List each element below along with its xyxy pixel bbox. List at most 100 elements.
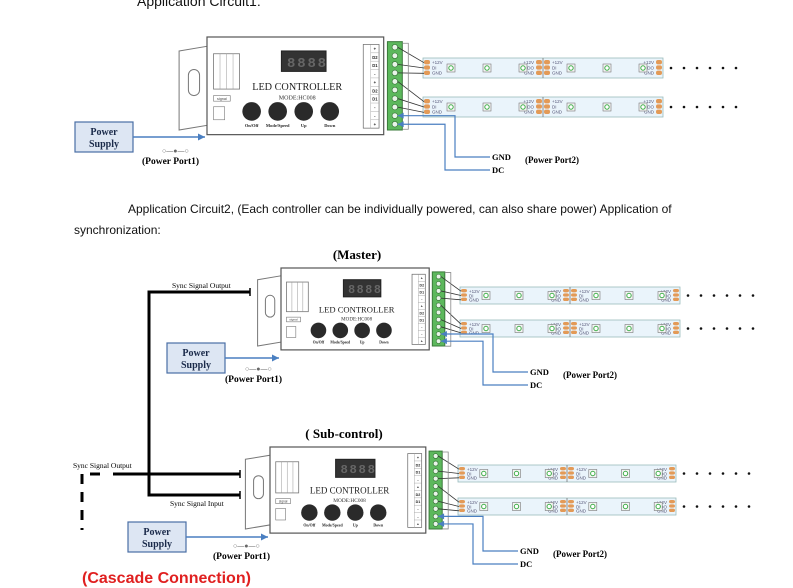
- led-dot: [591, 471, 595, 475]
- continuation-dot: [739, 294, 742, 297]
- led-dot: [485, 66, 489, 70]
- led-dot: [517, 326, 521, 330]
- jack-symbol: ○—●—○: [162, 148, 189, 155]
- led-dot: [485, 105, 489, 109]
- solder-pad: [424, 99, 430, 103]
- led-dot: [623, 471, 627, 475]
- terminal-screw: [436, 289, 441, 294]
- continuation-dot: [752, 294, 755, 297]
- terminal-screw: [392, 87, 398, 93]
- solder-pad: [656, 110, 662, 114]
- solder-pad: [571, 298, 577, 301]
- terminal-screw: [392, 53, 398, 59]
- solder-pad: [536, 65, 542, 69]
- sync-output-label-master: Sync Signal Output: [172, 281, 232, 290]
- button-onoff: [301, 504, 317, 520]
- solder-pad: [669, 504, 675, 507]
- button-label: Mode/Speed: [330, 341, 351, 345]
- power-port1-label: (Power Port1): [213, 551, 270, 562]
- display-digit: 8: [374, 283, 381, 297]
- controller-model: MODE:HC008: [341, 316, 372, 322]
- display-digit: 8: [368, 463, 375, 477]
- solder-pad: [544, 71, 550, 75]
- dc-wire: [441, 341, 528, 385]
- solder-pad: [424, 104, 430, 108]
- terminal-screw: [433, 506, 438, 511]
- continuation-dot: [709, 67, 712, 70]
- solder-pad: [459, 500, 465, 503]
- sync-input-label: Sync Signal Input: [170, 499, 225, 508]
- solder-pad: [669, 500, 675, 503]
- terminal-screw: [392, 62, 398, 68]
- arrow-head: [261, 534, 268, 541]
- button-up: [354, 323, 370, 339]
- power-supply-label: Power: [90, 127, 118, 138]
- solder-pad: [424, 110, 430, 114]
- gnd-label: GND: [520, 546, 539, 556]
- continuation-dot: [722, 472, 725, 475]
- arrow-head: [198, 134, 205, 141]
- pad-label: DO: [527, 104, 534, 109]
- button-onoff: [311, 323, 327, 339]
- sync-cable-master-to-sub: [149, 292, 250, 495]
- power-supply-label: Supply: [142, 539, 172, 550]
- power-supply-label: Power: [143, 527, 171, 538]
- solder-pad: [656, 104, 662, 108]
- led-dot: [627, 293, 631, 297]
- solder-pad: [568, 476, 574, 479]
- continuation-dot: [713, 327, 716, 330]
- solder-pad: [571, 331, 577, 334]
- terminal-screw: [392, 70, 398, 76]
- solder-pad: [568, 471, 574, 474]
- button-down: [370, 504, 386, 520]
- continuation-dot: [735, 505, 738, 508]
- led-dot: [449, 66, 453, 70]
- solder-pad: [461, 289, 467, 292]
- terminal-screw: [436, 296, 441, 301]
- led-dot: [514, 504, 518, 508]
- button-label: On/Off: [313, 341, 325, 345]
- terminal-screw: [433, 484, 438, 489]
- button-label: Down: [324, 123, 336, 128]
- controller-model: MODE:HC008: [333, 498, 366, 504]
- button-modespeed: [332, 323, 348, 339]
- solder-pad: [571, 289, 577, 292]
- solder-pad: [571, 293, 577, 296]
- solder-pad: [459, 467, 465, 470]
- continuation-dot: [709, 472, 712, 475]
- button-down: [320, 102, 339, 121]
- pad-label: DI: [432, 65, 437, 70]
- pad-label: GND: [467, 476, 478, 481]
- terminal-screw: [433, 454, 438, 459]
- terminal-screw: [433, 476, 438, 481]
- solder-pad: [568, 500, 574, 503]
- led-dot: [605, 105, 609, 109]
- solder-pad: [461, 322, 467, 325]
- terminal-screw: [436, 317, 441, 322]
- solder-pad: [560, 509, 566, 512]
- jack-symbol: ○—●—○: [233, 543, 260, 550]
- led-dot: [605, 66, 609, 70]
- solder-pad: [563, 326, 569, 329]
- solder-pad: [536, 60, 542, 64]
- display-digit: 8: [307, 56, 315, 72]
- solder-pad: [568, 467, 574, 470]
- gnd-wire: [398, 116, 490, 157]
- led-dot: [517, 293, 521, 297]
- led-dot: [627, 326, 631, 330]
- button-label: Down: [379, 341, 389, 345]
- terminal-screw: [433, 521, 438, 526]
- terminal-screw: [433, 469, 438, 474]
- solder-pad: [459, 471, 465, 474]
- led-dot: [547, 504, 551, 508]
- pad-label: DO: [647, 104, 654, 109]
- pin-label: D1: [372, 63, 378, 68]
- terminal-screw: [392, 79, 398, 85]
- solder-pad: [560, 476, 566, 479]
- led-dot: [484, 293, 488, 297]
- pin-label: D1: [420, 318, 425, 322]
- solder-pad: [544, 110, 550, 114]
- continuation-dot: [722, 67, 725, 70]
- solder-pad: [544, 99, 550, 103]
